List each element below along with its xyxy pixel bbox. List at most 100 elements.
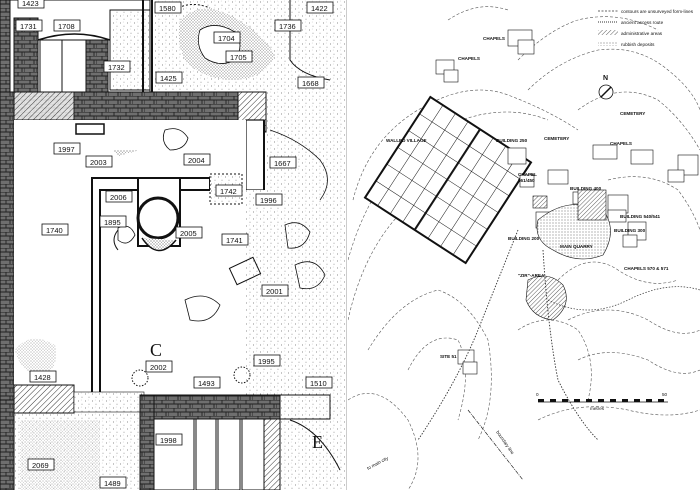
label-chapels-top: CHAPELS [483, 36, 505, 41]
scale-bar: 0 50 metres [536, 392, 668, 411]
label-cemetery-right: CEMETERY [620, 111, 645, 116]
feature-label-1732: 1732 [103, 60, 131, 73]
label-building-400: BUILDING 400 [570, 186, 602, 191]
feature-label-1736: 1736 [274, 19, 302, 32]
feature-label-1997: 1997 [53, 142, 81, 155]
svg-text:2005: 2005 [180, 229, 197, 238]
feature-label-1731: 1731 [15, 19, 43, 32]
svg-text:1732: 1732 [108, 63, 125, 72]
label-zir-area: "ZIR"-AREA [518, 273, 545, 278]
contour-lines [348, 6, 700, 490]
feature-label-2002: 2002 [145, 360, 173, 373]
svg-text:2069: 2069 [32, 461, 49, 470]
map-labels: CHAPELS CHAPELS CEMETERY WALLED VILLAGE … [366, 36, 669, 471]
svg-text:rubbish deposits: rubbish deposits [621, 42, 655, 47]
feature-label-1667: 1667 [269, 156, 297, 169]
label-boundary-line: boundary line [495, 430, 515, 456]
label-walled-village: WALLED VILLAGE [386, 138, 427, 143]
label-building-250: BUILDING 250 [496, 138, 528, 143]
label-building-540: BUILDING 540/541 [620, 214, 661, 219]
feature-label-1428: 1428 [29, 370, 57, 383]
svg-text:1740: 1740 [46, 226, 63, 235]
feature-label-2069: 2069 [27, 458, 55, 471]
svg-text:1736: 1736 [279, 22, 296, 31]
feature-label-2004: 2004 [183, 153, 211, 166]
scale-unit: metres [590, 406, 605, 411]
feature-label-1668: 1668 [297, 76, 325, 89]
svg-text:2001: 2001 [266, 287, 283, 296]
label-building-300: BUILDING 300 [614, 228, 646, 233]
svg-text:1995: 1995 [258, 357, 275, 366]
label-to-main-city: to main city [366, 455, 389, 471]
svg-text:1731: 1731 [20, 22, 37, 31]
svg-text:1704: 1704 [218, 34, 235, 43]
feature-label-1493: 1493 [193, 376, 221, 389]
svg-text:1510: 1510 [310, 379, 327, 388]
svg-text:1998: 1998 [160, 436, 177, 445]
feature-label-2005: 2005 [175, 226, 203, 239]
feature-labels: 1423 1580 1422 1731 1708 1704 1736 1705 … [15, 0, 334, 489]
svg-text:N: N [603, 75, 608, 82]
svg-text:1423: 1423 [22, 0, 39, 8]
label-chapel: CHAPEL [518, 172, 537, 177]
svg-text:1668: 1668 [302, 79, 319, 88]
feature-label-1422: 1422 [306, 1, 334, 14]
feature-label-1996: 1996 [255, 193, 283, 206]
scale-zero: 0 [536, 392, 539, 397]
svg-text:1742: 1742 [220, 187, 237, 196]
feature-label-2003: 2003 [85, 155, 113, 168]
feature-label-1708: 1708 [53, 19, 81, 32]
svg-text:1428: 1428 [34, 373, 51, 382]
svg-text:1493: 1493 [198, 379, 215, 388]
feature-label-2001: 2001 [261, 284, 289, 297]
feature-label-1489: 1489 [99, 476, 127, 489]
label-site-51: SITE 51 [440, 354, 457, 359]
walled-village [363, 95, 533, 265]
room-letter-e: E [312, 432, 323, 452]
excavation-plan: 1423 1580 1422 1731 1708 1704 1736 1705 … [0, 0, 347, 490]
feature-label-1895: 1895 [99, 215, 127, 228]
svg-text:ancient access route: ancient access route [621, 20, 664, 25]
north-arrow-icon: N [598, 75, 614, 100]
svg-text:1580: 1580 [159, 4, 176, 13]
feature-label-1425: 1425 [155, 71, 183, 84]
access-route [417, 229, 519, 441]
feature-label-1705: 1705 [225, 50, 253, 63]
svg-text:2002: 2002 [150, 363, 167, 372]
label-building-200: BUILDING 200 [508, 236, 540, 241]
feature-label-1510: 1510 [305, 376, 333, 389]
scale-max: 50 [662, 392, 668, 397]
feature-label-1740: 1740 [41, 223, 69, 236]
svg-text:1425: 1425 [160, 74, 177, 83]
svg-text:1895: 1895 [104, 218, 121, 227]
svg-text:1996: 1996 [260, 196, 277, 205]
feature-label-1704: 1704 [213, 31, 241, 44]
label-cemetery-center: CEMETERY [544, 136, 569, 141]
svg-text:administrative areas: administrative areas [621, 31, 663, 36]
svg-text:contours are unsurveyed form-l: contours are unsurveyed form-lines [621, 9, 694, 14]
feature-label-1423: 1423 [17, 0, 45, 9]
feature-label-1998: 1998 [155, 433, 183, 446]
svg-text:2003: 2003 [90, 158, 107, 167]
feature-label-1742: 1742 [215, 184, 243, 197]
label-chapels-upper: CHAPELS [458, 56, 480, 61]
feature-label-1580: 1580 [154, 1, 182, 14]
svg-text:1667: 1667 [274, 159, 291, 168]
svg-text:1708: 1708 [58, 22, 75, 31]
building-clusters [435, 29, 699, 375]
zir-area [525, 275, 567, 321]
svg-text:2006: 2006 [110, 193, 127, 202]
boundary-line [467, 409, 524, 481]
svg-text:1741: 1741 [226, 236, 243, 245]
svg-text:2004: 2004 [188, 156, 205, 165]
feature-label-1995: 1995 [253, 354, 281, 367]
label-chapel-number: 561/450 [518, 178, 535, 183]
map-legend: contours are unsurveyed form-lines ancie… [598, 9, 694, 47]
label-chapels-570-571: CHAPELS 570 & 571 [624, 266, 669, 271]
excavation-plan-drawing: 1423 1580 1422 1731 1708 1704 1736 1705 … [0, 0, 346, 490]
site-map-drawing: contours are unsurveyed form-lines ancie… [348, 6, 700, 490]
feature-label-2006: 2006 [105, 190, 133, 203]
site-map: contours are unsurveyed form-lines ancie… [348, 0, 700, 490]
svg-text:1489: 1489 [104, 479, 121, 488]
label-chapels-right: CHAPELS [610, 141, 632, 146]
